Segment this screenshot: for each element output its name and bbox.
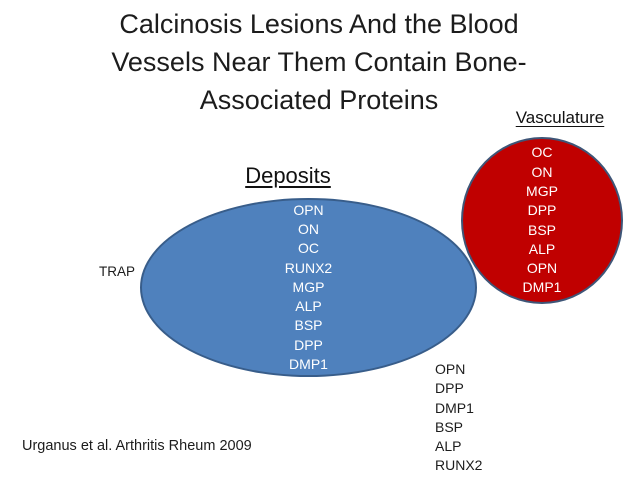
vasculature-circle: OC ON MGP DPP BSP ALP OPN DMP1 — [461, 137, 623, 304]
vasculature-protein: DMP1 — [522, 279, 562, 296]
deposits-protein: OPN — [293, 201, 324, 218]
deposits-protein: DPP — [294, 336, 323, 353]
deposits-protein: BSP — [294, 317, 323, 334]
deposits-heading: Deposits — [245, 163, 331, 188]
slide-title: Calcinosis Lesions And the Blood Vessels… — [0, 5, 638, 119]
slide-title-line-1: Calcinosis Lesions And the Blood — [119, 9, 519, 39]
shared-protein: DPP — [435, 380, 464, 397]
vasculature-protein: DPP — [527, 202, 557, 219]
vasculature-protein: MGP — [526, 182, 558, 199]
deposits-ellipse: OPN ON OC RUNX2 MGP ALP BSP DPP DMP1 — [140, 198, 477, 377]
deposits-protein: MGP — [292, 278, 325, 295]
deposits-protein: OC — [298, 240, 319, 257]
shared-protein: DMP1 — [435, 399, 474, 416]
trap-label: TRAP — [99, 264, 136, 279]
vasculature-heading: Vasculature — [515, 108, 605, 127]
shared-protein-list: OPN DPP DMP1 BSP ALP RUNX2 — [435, 360, 482, 476]
shared-protein: BSP — [435, 418, 464, 435]
shared-protein: OPN — [435, 361, 466, 377]
deposits-protein: ON — [298, 220, 319, 237]
slide-title-line-3: Associated Proteins — [199, 85, 439, 115]
deposits-protein: RUNX2 — [284, 259, 333, 276]
shared-protein: RUNX2 — [435, 457, 483, 474]
vasculature-protein: OPN — [526, 260, 558, 277]
deposits-protein: DMP1 — [289, 356, 328, 373]
vasculature-protein: OC — [531, 144, 553, 161]
deposits-protein: ALP — [295, 298, 322, 315]
slide-title-line-2: Vessels Near Them Contain Bone- — [111, 47, 527, 77]
vasculature-protein: BSP — [527, 221, 556, 238]
shared-protein: ALP — [435, 438, 462, 455]
citation-text: Urganus et al. Arthritis Rheum 2009 — [22, 438, 252, 454]
vasculature-protein: ALP — [528, 240, 556, 257]
vasculature-protein: ON — [531, 163, 553, 180]
